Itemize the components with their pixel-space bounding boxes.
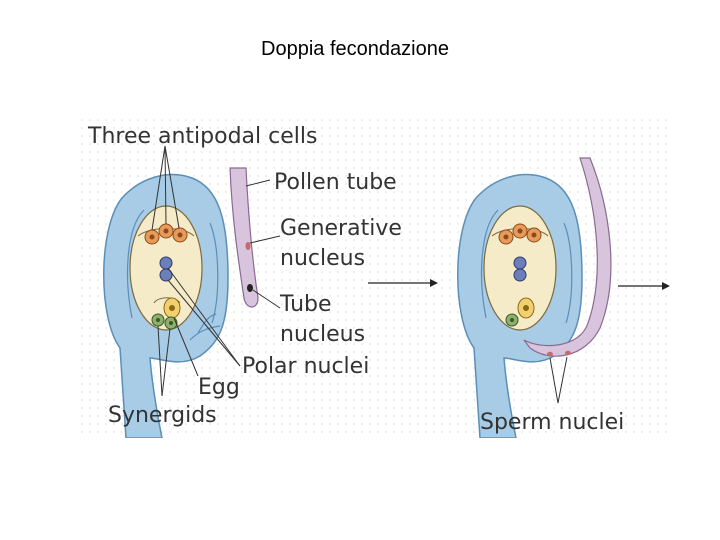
label-polar-nuclei: Polar nuclei xyxy=(242,354,370,379)
double-fertilization-figure: Three antipodal cells Pollen tube Genera… xyxy=(80,118,672,438)
polar-nucleus-2 xyxy=(159,268,173,282)
pollen-tube-entering xyxy=(523,157,612,357)
sperm-nucleus-2 xyxy=(565,350,571,356)
label-three-antipodal-cells: Three antipodal cells xyxy=(88,124,318,149)
label-tube-nucleus: Tube nucleus xyxy=(280,292,366,347)
generative-nucleus xyxy=(245,242,251,250)
label-sperm-nuclei: Sperm nuclei xyxy=(480,410,625,435)
ovule-before-fertilization xyxy=(103,145,281,438)
sperm-nucleus-1 xyxy=(547,351,553,357)
slide-title: Doppia fecondazione xyxy=(261,38,449,60)
polar-nucleus-1 xyxy=(159,256,173,270)
figure-artwork xyxy=(80,118,672,438)
pollen-tube xyxy=(229,167,259,308)
process-arrow-1 xyxy=(368,279,438,287)
label-synergids: Synergids xyxy=(108,403,217,428)
label-pollen-tube: Pollen tube xyxy=(274,170,397,195)
tube-nucleus xyxy=(247,284,253,292)
process-arrow-2 xyxy=(618,282,670,290)
label-generative-nucleus: Generative nucleus xyxy=(280,216,402,271)
ovule-during-fertilization xyxy=(457,157,612,438)
label-egg: Egg xyxy=(198,375,240,400)
